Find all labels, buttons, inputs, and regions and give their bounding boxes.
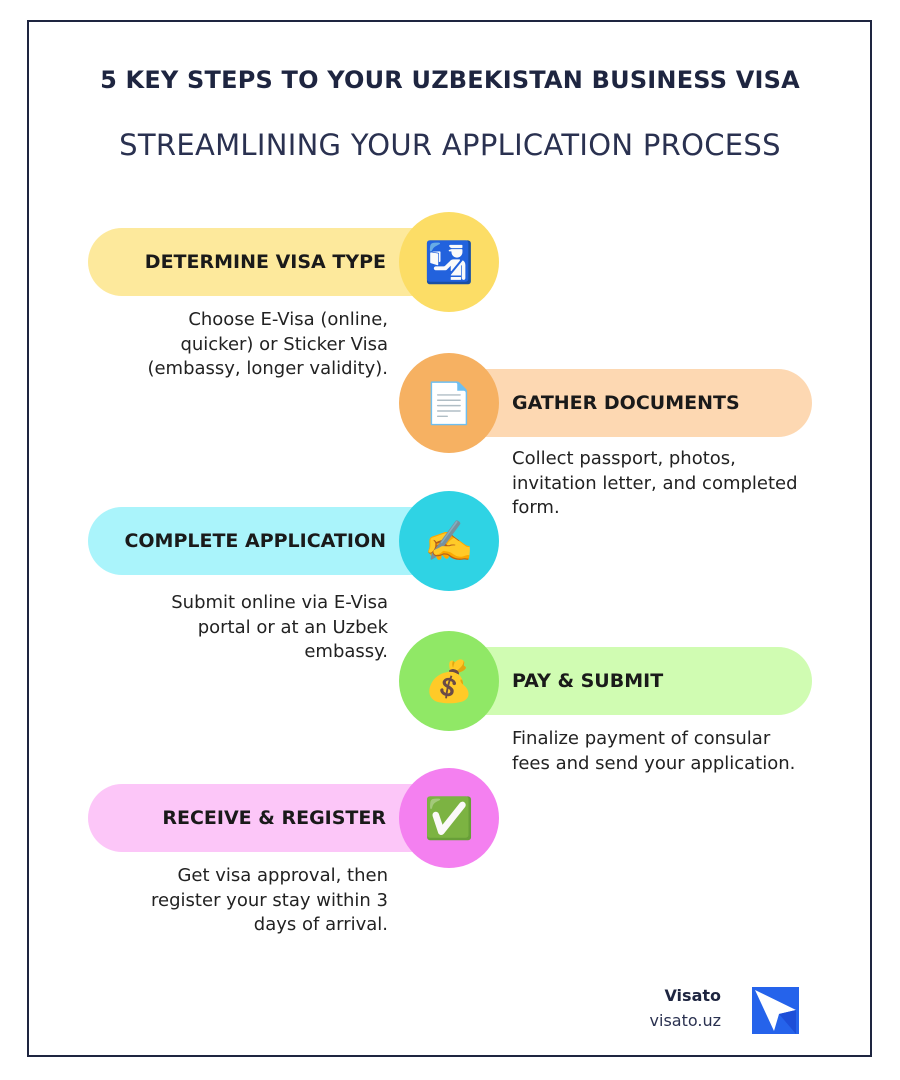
step-description: Get visa approval, then register your st…	[151, 865, 388, 935]
step-description: Submit online via E-Visa portal or at an…	[171, 592, 388, 662]
passport-control-icon: 🛂	[399, 212, 499, 312]
step-label: GATHER DOCUMENTS	[512, 392, 740, 414]
writing-hand-icon: ✍️	[399, 491, 499, 591]
brand-name: Visato	[664, 986, 721, 1005]
step-label: COMPLETE APPLICATION	[124, 530, 386, 552]
subtitle: STREAMLINING YOUR APPLICATION PROCESS	[119, 128, 781, 162]
document-icon: 📄	[399, 353, 499, 453]
money-bag-icon: 💰	[399, 631, 499, 731]
step-label: RECEIVE & REGISTER	[162, 807, 386, 829]
visato-logo-icon	[752, 987, 799, 1034]
step-description: Collect passport, photos, invitation let…	[512, 448, 798, 518]
check-mark-icon: ✅	[399, 768, 499, 868]
step-label: DETERMINE VISA TYPE	[144, 251, 386, 273]
brand-url: visato.uz	[649, 1011, 721, 1030]
step-description: Finalize payment of consular fees and se…	[512, 728, 796, 774]
main-title: 5 KEY STEPS TO YOUR UZBEKISTAN BUSINESS …	[100, 66, 800, 94]
step-label: PAY & SUBMIT	[512, 670, 664, 692]
step-description: Choose E-Visa (online, quicker) or Stick…	[147, 309, 388, 379]
